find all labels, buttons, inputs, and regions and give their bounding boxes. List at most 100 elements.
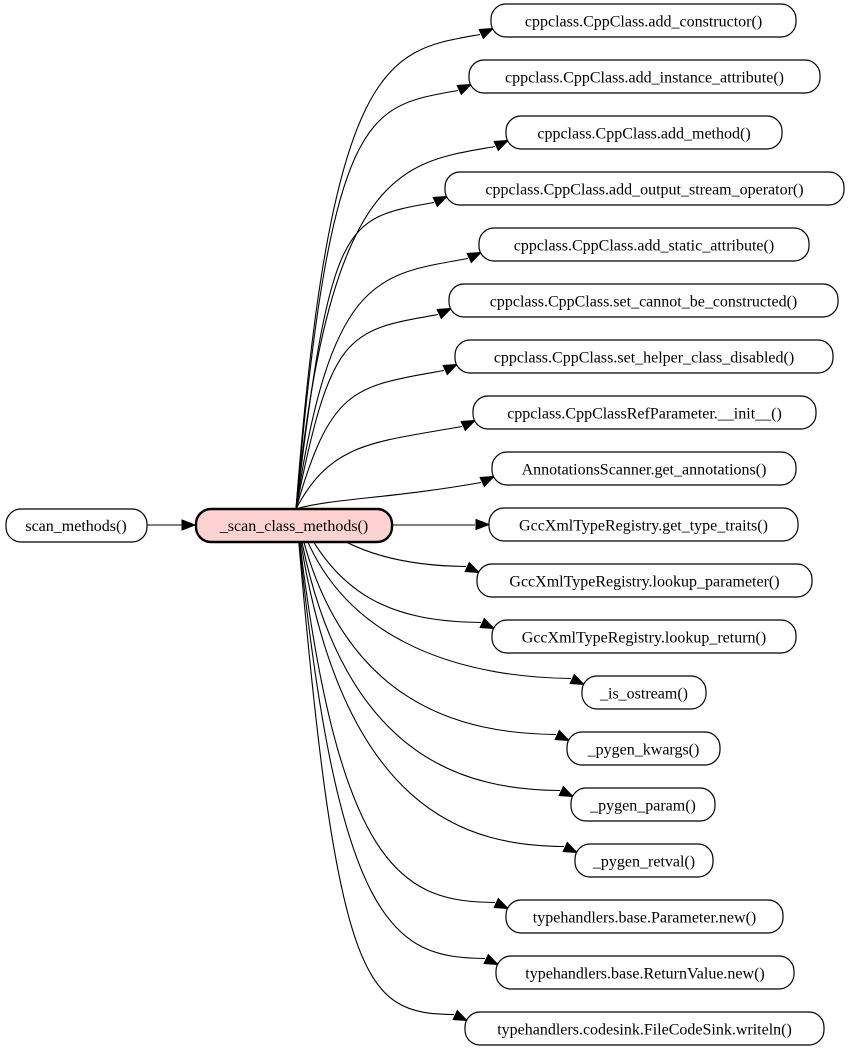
callee-node[interactable]: cppclass.CppClass.add_output_stream_oper…: [444, 171, 845, 206]
callee-node[interactable]: typehandlers.codesink.FileCodeSink.write…: [464, 1011, 825, 1046]
callee-node[interactable]: _pygen_param(): [570, 787, 716, 822]
callee-node[interactable]: GccXmlTypeRegistry.lookup_parameter(): [476, 563, 813, 598]
callee-node[interactable]: AnnotationsScanner.get_annotations(): [491, 451, 797, 486]
callee-node-label: cppclass.CppClass.add_constructor(): [525, 14, 762, 31]
edge-arrowhead: [478, 27, 495, 40]
callee-node[interactable]: cppclass.CppClass.add_instance_attribute…: [468, 59, 821, 94]
callee-node[interactable]: _pygen_retval(): [574, 843, 714, 878]
callee-node[interactable]: typehandlers.base.ReturnValue.new(): [495, 955, 795, 990]
edge-focus-to-callee: [295, 508, 565, 848]
edge-focus-to-callee: [295, 481, 482, 510]
edge-arrowhead: [432, 195, 449, 208]
callee-node-box[interactable]: [566, 731, 721, 766]
callee-node-box[interactable]: [491, 451, 797, 486]
callee-node[interactable]: GccXmlTypeRegistry.get_type_traits(): [488, 507, 799, 542]
callee-node-box[interactable]: [488, 507, 799, 542]
edge-focus-to-callee: [295, 508, 496, 904]
callee-node-label: typehandlers.base.Parameter.new(): [533, 910, 756, 927]
callee-node-box[interactable]: [581, 675, 707, 710]
callee-node-box[interactable]: [448, 283, 839, 318]
caller-node[interactable]: scan_methods(): [5, 508, 148, 543]
callee-node[interactable]: GccXmlTypeRegistry.lookup_return(): [491, 619, 797, 654]
focus-node-box[interactable]: [194, 507, 394, 544]
callee-node[interactable]: _is_ostream(): [581, 675, 707, 710]
edge-focus-to-callee: [295, 508, 557, 736]
edge-arrowhead: [466, 251, 483, 264]
edge-arrowhead: [493, 139, 510, 152]
callee-node-label: _pygen_kwargs(): [587, 742, 700, 759]
callee-node-label: cppclass.CppClass.set_cannot_be_construc…: [490, 294, 797, 311]
callee-node-box[interactable]: [472, 395, 817, 430]
callee-node-label: GccXmlTypeRegistry.lookup_return(): [522, 630, 766, 647]
callee-node[interactable]: cppclass.CppClass.set_cannot_be_construc…: [448, 283, 839, 318]
edge-arrowhead: [554, 729, 571, 742]
callee-node-label: _pygen_param(): [589, 798, 696, 815]
callee-node[interactable]: cppclass.CppClass.add_method(): [505, 115, 783, 150]
callee-node-box[interactable]: [574, 843, 714, 878]
callee-node-label: cppclass.CppClass.add_method(): [537, 126, 750, 143]
callee-node-box[interactable]: [464, 1011, 825, 1046]
edge-arrowhead: [456, 83, 473, 96]
callee-node[interactable]: cppclass.CppClass.add_constructor(): [490, 3, 797, 38]
edge-focus-to-callee: [295, 33, 481, 510]
callee-node-box[interactable]: [491, 619, 797, 654]
callee-node[interactable]: cppclass.CppClass.set_helper_class_disab…: [454, 339, 834, 374]
edge-focus-to-callee: [295, 257, 469, 510]
edge-arrowhead: [475, 518, 491, 531]
callee-node-label: AnnotationsScanner.get_annotations(): [522, 462, 767, 479]
callee-node[interactable]: cppclass.CppClass.add_static_attribute(): [478, 227, 810, 262]
edge-arrowhead: [442, 363, 459, 376]
edge-arrowhead: [479, 617, 496, 630]
edge-focus-to-callee: [295, 508, 561, 792]
edge-arrowhead: [436, 307, 453, 320]
callee-node-label: cppclass.CppClassRefParameter.__init__(): [507, 406, 782, 423]
callee-node-box[interactable]: [570, 787, 716, 822]
edge-caller-to-focus-arrowhead: [181, 519, 197, 531]
callee-node-label: cppclass.CppClass.add_output_stream_oper…: [485, 182, 803, 199]
edge-arrowhead: [562, 841, 579, 854]
edge-focus-to-callee: [295, 201, 435, 510]
callee-node-label: _is_ostream(): [599, 686, 688, 703]
edge-focus-to-callee: [295, 508, 572, 680]
edge-focus-to-callee: [295, 89, 459, 510]
edge-arrowhead: [493, 897, 510, 910]
caller-node-label: scan_methods(): [25, 518, 126, 535]
focus-node-label: _scan_class_methods(): [219, 518, 368, 535]
callee-node-box[interactable]: [444, 171, 845, 206]
callee-node-label: GccXmlTypeRegistry.get_type_traits(): [519, 518, 768, 535]
callee-node-label: cppclass.CppClass.add_instance_attribute…: [505, 70, 784, 87]
edge-arrowhead: [569, 673, 586, 686]
callee-node[interactable]: cppclass.CppClassRefParameter.__init__(): [472, 395, 817, 430]
edges: [147, 27, 586, 1022]
callee-node-label: _pygen_retval(): [592, 854, 695, 871]
callee-node-label: typehandlers.base.ReturnValue.new(): [525, 966, 764, 983]
callee-node-box[interactable]: [490, 3, 797, 38]
callee-node-label: cppclass.CppClass.set_helper_class_disab…: [494, 350, 794, 367]
edge-focus-to-callee: [295, 369, 445, 510]
edge-arrowhead: [460, 419, 477, 432]
edge-arrowhead: [479, 475, 496, 488]
callee-node-box[interactable]: [454, 339, 834, 374]
callee-node[interactable]: typehandlers.base.Parameter.new(): [505, 899, 784, 934]
callee-node-label: cppclass.CppClass.add_static_attribute(): [514, 238, 774, 255]
edge-focus-to-callee: [295, 508, 455, 1016]
callee-node-box[interactable]: [478, 227, 810, 262]
callee-node-box[interactable]: [476, 563, 813, 598]
edge-focus-to-callee: [295, 508, 486, 960]
focus-node[interactable]: _scan_class_methods(): [194, 507, 394, 544]
callee-node-label: typehandlers.codesink.FileCodeSink.write…: [497, 1022, 792, 1039]
callee-node-box[interactable]: [468, 59, 821, 94]
edge-arrowhead: [464, 561, 481, 574]
callee-node-box[interactable]: [505, 899, 784, 934]
edge-arrowhead: [483, 953, 500, 966]
callee-node-box[interactable]: [495, 955, 795, 990]
callee-node-box[interactable]: [505, 115, 783, 150]
edge-focus-to-callee: [295, 313, 439, 510]
edge-arrowhead: [558, 785, 575, 798]
caller-node-box[interactable]: [5, 508, 148, 543]
callee-node[interactable]: _pygen_kwargs(): [566, 731, 721, 766]
edge-focus-to-callee: [295, 425, 463, 510]
callee-nodes: cppclass.CppClass.add_constructor()cppcl…: [444, 3, 845, 1046]
callee-node-label: GccXmlTypeRegistry.lookup_parameter(): [509, 574, 779, 591]
